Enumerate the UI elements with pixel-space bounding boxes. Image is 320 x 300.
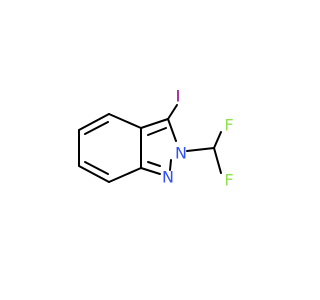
bond-c7-c7a: [108, 167, 142, 183]
iodine-label: I: [176, 87, 181, 106]
n1-label: N: [162, 168, 174, 187]
bond-c3a-c4: [108, 113, 142, 129]
bond-c6-c7-inner: [84, 161, 109, 175]
bond-n1-c7a: [140, 167, 161, 175]
bond-cf2-f-bottom: [213, 147, 222, 174]
bond-c4-c5: [78, 113, 110, 131]
bond-cf2-f-top: [213, 131, 222, 149]
n2-label: N: [175, 144, 187, 163]
bond-c3a-c3: [140, 118, 169, 129]
bond-c6-c7: [78, 165, 110, 183]
bond-c4-c5-inner: [84, 121, 109, 135]
bond-c3a-c3-inner: [147, 127, 167, 136]
fluorine-bottom-label: F: [224, 171, 233, 190]
bond-n2-n1: [169, 159, 172, 171]
bond-c3-iodine: [167, 104, 178, 120]
bond-c3-n2: [167, 118, 177, 142]
bond-n2-cf2: [186, 147, 215, 152]
molecule-structure: I N N F F: [78, 87, 234, 190]
fluorine-top-label: F: [224, 116, 233, 135]
bond-n1-c7a-inner: [147, 161, 161, 167]
